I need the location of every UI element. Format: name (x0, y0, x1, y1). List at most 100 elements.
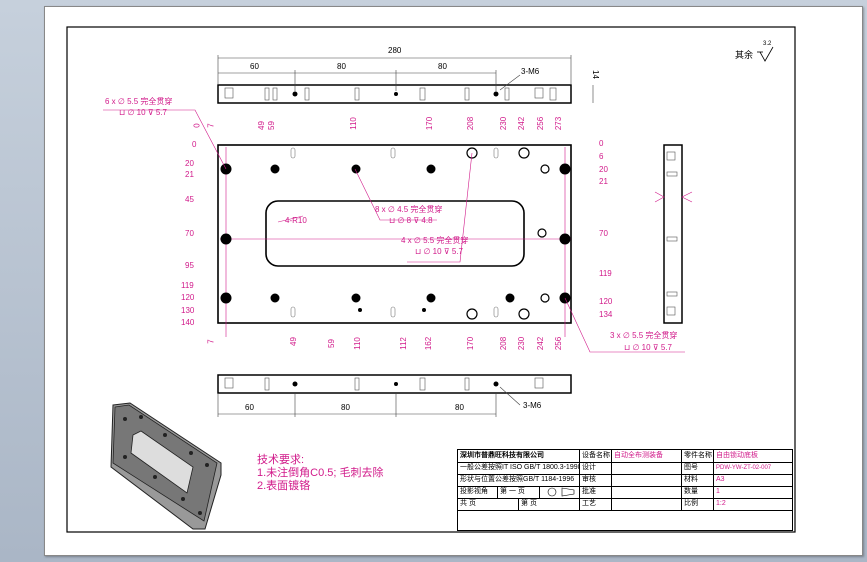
inner-border (66, 26, 796, 533)
tb-check-label: 审核 (580, 474, 612, 486)
main-plate-view[interactable] (103, 109, 685, 353)
dim-thickness: 14 (590, 70, 600, 79)
tb-part-name-label: 零件名称 (682, 450, 714, 462)
bottom-view[interactable] (217, 374, 572, 394)
projection-symbol-icon (547, 487, 575, 497)
top-x-9: 256 (536, 116, 546, 131)
tb-design-label: 设计 (580, 462, 612, 474)
tb-design-value[interactable] (612, 462, 682, 474)
slot-cutout (265, 200, 525, 267)
bottom-x-7: 208 (499, 336, 509, 351)
isometric-view[interactable] (110, 402, 222, 530)
tb-material-value: A3 (716, 476, 725, 483)
leader-lines (103, 109, 685, 353)
left-y-4: 70 (185, 229, 194, 238)
drawing-canvas[interactable] (45, 7, 862, 555)
tb-std-2: 形状与位置公差按照GB/T 1184-1996 (458, 474, 580, 486)
right-y-6: 120 (599, 297, 613, 306)
top-x-7: 230 (499, 116, 509, 131)
left-y-2: 21 (185, 170, 194, 179)
dim-top-total: 280 (388, 46, 402, 55)
bottom-x-4: 112 (398, 337, 408, 350)
right-y-7: 134 (599, 310, 613, 319)
top-dimension-lines (217, 55, 594, 103)
tb-sheet-label: 第 一 页 (498, 486, 540, 498)
top-x-0: 0 (192, 123, 202, 128)
dim-top-seg-2: 80 (337, 62, 346, 71)
dim-top-seg-1: 60 (250, 62, 259, 71)
top-x-10: 273 (554, 116, 564, 131)
tb-drawing-name-label: 设备名称 (580, 450, 612, 462)
tb-drawing-no-label: 图号 (682, 462, 714, 474)
dim-bottom-seg-3: 80 (455, 403, 464, 412)
top-x-4: 110 (348, 117, 358, 130)
tb-drawing-name-value: 自动全布测装备 (612, 450, 682, 462)
slot-label: 4-R10 (285, 216, 307, 225)
bottom-x-3: 110 (352, 337, 362, 350)
top-x-6: 208 (466, 116, 476, 131)
tb-page-label: 第 页 (519, 498, 580, 510)
left-y-9: 140 (181, 318, 195, 327)
ring-holes (466, 147, 550, 320)
side-view[interactable] (654, 144, 693, 324)
top-x-5: 170 (425, 116, 435, 131)
tb-qty-value: 1 (716, 488, 720, 495)
callout-4-line-2: ⊔ ∅ 10 ⊽ 5.7 (624, 343, 672, 352)
callout-2-line-2: ⊔ ∅ 8 ⊽ 4.8 (389, 216, 433, 225)
tb-approve-label: 批准 (580, 486, 612, 498)
surface-finish-label: 其余 (735, 50, 754, 60)
right-y-1: 6 (599, 152, 604, 161)
surface-finish-value: 3.2 (763, 41, 772, 47)
left-y-0: 0 (192, 140, 197, 149)
tb-approve-value[interactable] (612, 486, 682, 498)
callout-1-line-2: ⊔ ∅ 10 ⊽ 5.7 (119, 108, 167, 117)
bottom-x-1: 49 (288, 337, 298, 346)
bottom-dimension-lines (217, 386, 521, 417)
bottom-x-5: 162 (424, 336, 434, 351)
callout-3-line-2: ⊔ ∅ 10 ⊽ 5.7 (415, 247, 463, 256)
left-y-6: 119 (181, 281, 194, 290)
dim-top-seg-3: 80 (438, 62, 447, 71)
title-block[interactable]: 深圳市普鼎旺科技有限公司 设备名称 自动全布测装备 零件名称 自由锁动底板 一般… (457, 449, 793, 531)
bottom-x-6: 170 (466, 336, 476, 351)
top-x-1: 7 (206, 123, 216, 128)
right-y-3: 21 (599, 177, 608, 186)
left-y-1: 20 (185, 159, 194, 168)
tb-total-label: 共 页 (458, 498, 519, 510)
tb-proj-symbol (540, 486, 580, 498)
tb-scale-label: 比例 (682, 498, 714, 510)
tb-scale-value: 1:2 (716, 500, 726, 507)
thread-label-top: 3-M6 (521, 67, 540, 76)
thread-label-bottom: 3-M6 (523, 401, 542, 410)
bottom-x-9: 242 (536, 336, 546, 351)
tb-company: 深圳市普鼎旺科技有限公司 (458, 450, 580, 462)
top-view[interactable] (217, 84, 572, 104)
left-y-8: 130 (181, 306, 195, 315)
tech-item-2: 2.表面镀铬 (257, 480, 311, 492)
top-x-8: 242 (517, 116, 527, 131)
tb-proj-label: 投影视角 (458, 486, 498, 498)
callout-4-line-1: 3 x ∅ 5.5 完全贯穿 (610, 331, 678, 340)
bottom-x-0: 7 (206, 339, 216, 344)
callout-2-line-1: 8 x ∅ 4.5 完全贯穿 (375, 205, 443, 214)
bottom-x-8: 230 (517, 336, 527, 351)
callout-3-line-1: 4 x ∅ 5.5 完全贯穿 (401, 236, 469, 245)
right-y-0: 0 (599, 139, 604, 148)
tb-std-1: 一般公差按照IT ISO GB/T 1800.3-1998 (458, 462, 580, 474)
left-y-3: 45 (185, 195, 194, 204)
top-x-3: 59 (266, 121, 276, 130)
left-y-7: 120 (181, 293, 195, 302)
tb-process-value[interactable] (612, 498, 682, 510)
tb-check-value[interactable] (612, 474, 682, 486)
counterbore-holes (220, 163, 571, 304)
tb-drawing-no-value: PDW-YW-ZT-02-007 (716, 465, 772, 471)
tech-item-1: 1.未注倒角C0.5; 毛刺去除 (257, 467, 384, 479)
tb-qty-label: 数量 (682, 486, 714, 498)
tb-material-label: 材料 (682, 474, 714, 486)
tech-title: 技术要求: (257, 454, 305, 466)
dim-bottom-seg-1: 60 (245, 403, 254, 412)
small-slots (290, 147, 499, 318)
top-x-2: 49 (256, 121, 266, 130)
tb-part-name-value: 自由锁动底板 (716, 452, 758, 459)
right-y-2: 20 (599, 165, 608, 174)
